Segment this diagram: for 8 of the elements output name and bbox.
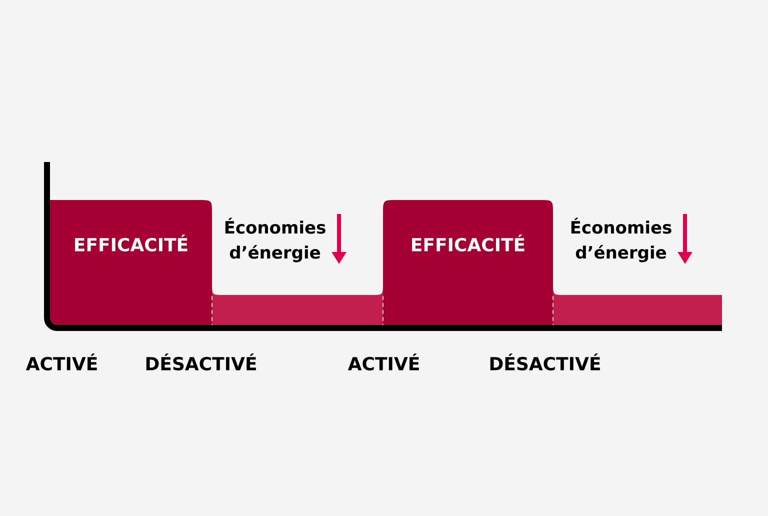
note-text: Économies d’énergie [571,218,672,262]
state-label: ACTIVÉ [348,354,419,370]
state-label: DÉSACTIVÉ [146,354,256,370]
state-label: DÉSACTIVÉ [490,354,600,370]
power-block: EFFICACITÉ [50,200,212,325]
note-text: Économies d’énergie [225,218,326,262]
state-label: ACTIVÉ [26,354,97,370]
power-block: EFFICACITÉ [383,200,553,325]
